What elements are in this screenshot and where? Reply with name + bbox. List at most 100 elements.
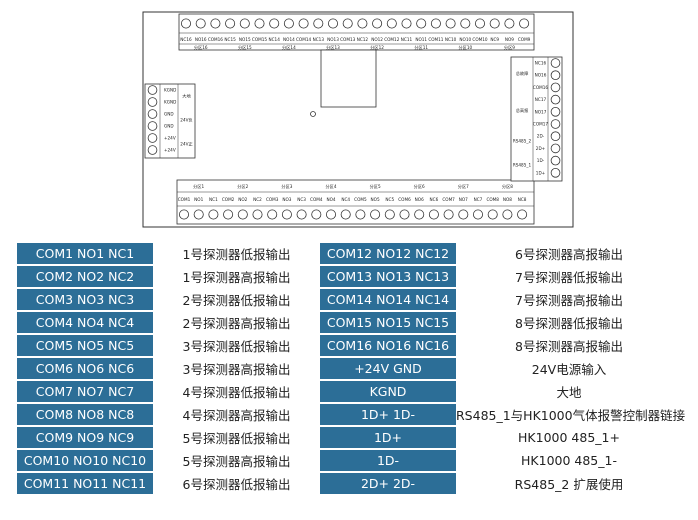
right-screw-terminal xyxy=(550,143,561,154)
terminal-name-cell: 1D+ 1D- xyxy=(320,404,456,425)
right-screw-terminal xyxy=(550,82,561,93)
right-terminal-label: 2D- xyxy=(537,134,545,139)
function-cell: 2号探测器低报输出 xyxy=(153,289,320,310)
top-screw-terminal xyxy=(269,18,280,29)
terminal-name-cell: COM1 NO1 NC1 xyxy=(17,243,153,264)
left-group-label: 24V负 xyxy=(180,117,192,124)
bottom-terminal-label: COM8 xyxy=(486,197,499,202)
left-terminal-label: GND xyxy=(164,112,174,117)
function-cell: 1号探测器高报输出 xyxy=(153,266,320,287)
bottom-terminal-label: NO1 xyxy=(194,197,203,202)
right-terminal-label: 2D+ xyxy=(536,146,546,151)
top-terminal-label: COM15 xyxy=(252,37,267,42)
top-screw-terminal xyxy=(254,18,265,29)
bottom-terminal-label: NO7 xyxy=(459,197,468,202)
function-cell: 5号探测器高报输出 xyxy=(153,450,320,471)
top-screw-terminal xyxy=(372,18,383,29)
top-terminal-label: NO14 xyxy=(283,37,295,42)
bottom-terminal-label: COM3 xyxy=(266,197,279,202)
bottom-screw-terminal xyxy=(252,209,263,220)
left-terminal-label: GND xyxy=(164,124,174,129)
terminal-name-cell: COM15 NO15 NC15 xyxy=(320,312,456,333)
function-cell: 大地 xyxy=(456,381,682,402)
top-screw-terminal xyxy=(283,18,294,29)
function-cell: RS485_1与HK1000气体报警控制器链接 xyxy=(456,404,685,425)
bottom-screw-terminal xyxy=(223,209,234,220)
right-screw-terminal xyxy=(550,107,561,117)
top-screw-terminal xyxy=(195,18,206,29)
left-screw-terminal xyxy=(147,133,158,143)
terminal-name-cell: COM4 NO4 NC4 xyxy=(17,312,153,333)
right-terminal-label: NO16 xyxy=(535,73,547,78)
terminal-name-cell: 2D+ 2D- xyxy=(320,473,456,494)
top-screw-terminal xyxy=(239,18,250,29)
top-screw-terminal xyxy=(489,18,500,29)
top-screw-terminal xyxy=(357,18,368,29)
mounting-hole xyxy=(310,111,316,117)
function-cell: 4号探测器高报输出 xyxy=(153,404,320,425)
terminal-name-cell: KGND xyxy=(320,381,456,402)
top-terminal-label: NC16 xyxy=(180,37,192,42)
terminal-name-cell: COM7 NO7 NC7 xyxy=(17,381,153,402)
bottom-screw-terminal xyxy=(281,209,292,220)
right-terminal-label: COM17 xyxy=(533,122,548,127)
bottom-group-label: 分区5 xyxy=(370,183,381,190)
top-screw-terminal xyxy=(519,18,530,29)
top-terminal-label: COM10 xyxy=(472,37,487,42)
right-group-label: 总故障 xyxy=(516,70,529,77)
top-screw-terminal xyxy=(225,18,236,29)
left-terminal-label: +24V xyxy=(164,148,176,153)
bottom-screw-terminal xyxy=(296,209,307,220)
bottom-terminal-label: COM2 xyxy=(222,197,235,202)
bottom-screw-terminal xyxy=(472,209,483,220)
top-group-label: 分区13 xyxy=(326,44,340,51)
terminal-name-cell: COM14 NO14 NC14 xyxy=(320,289,456,310)
right-screw-terminal xyxy=(550,70,561,80)
function-cell: 7号探测器低报输出 xyxy=(456,266,682,287)
bottom-terminal-label: COM6 xyxy=(398,197,411,202)
top-terminal-label: COM11 xyxy=(428,37,443,42)
terminal-name-cell: COM16 NO16 NC16 xyxy=(320,335,456,356)
bottom-screw-terminal xyxy=(370,209,381,220)
top-terminal-label: NC11 xyxy=(401,37,413,42)
top-screw-terminal xyxy=(504,18,515,29)
top-terminal-label: COM13 xyxy=(340,37,355,42)
bottom-screw-terminal xyxy=(428,209,439,220)
terminal-name-cell: COM10 NO10 NC10 xyxy=(17,450,153,471)
bottom-group-label: 分区6 xyxy=(414,183,425,190)
bottom-group-label: 分区2 xyxy=(237,183,248,190)
top-screw-terminal xyxy=(460,18,471,29)
terminal-name-cell: COM5 NO5 NC5 xyxy=(17,335,153,356)
top-group-label: 分区15 xyxy=(238,44,252,51)
function-cell: HK1000 485_1- xyxy=(456,450,682,471)
top-screw-terminal xyxy=(430,18,441,29)
top-terminal-label: NO12 xyxy=(371,37,383,42)
bottom-screw-terminal xyxy=(517,209,528,220)
terminal-name-cell: COM12 NO12 NC12 xyxy=(320,243,456,264)
left-terminal-label: +24V xyxy=(164,136,176,141)
right-screw-terminal xyxy=(550,131,561,142)
function-cell: 8号探测器低报输出 xyxy=(456,312,682,333)
function-cell: 6号探测器低报输出 xyxy=(153,473,320,494)
function-cell: 3号探测器高报输出 xyxy=(153,358,320,379)
bottom-group-label: 分区1 xyxy=(193,183,204,190)
right-terminal-label: COM16 xyxy=(533,85,548,90)
top-terminal-label: NC13 xyxy=(313,37,325,42)
top-group-label: 分区12 xyxy=(370,44,384,51)
left-terminal-label: KGND xyxy=(164,88,176,93)
function-cell: 2号探测器高报输出 xyxy=(153,312,320,333)
left-group-label: 大地 xyxy=(182,93,191,100)
top-terminal-label: NC12 xyxy=(357,37,369,42)
center-connector xyxy=(320,49,377,108)
right-group-label: RS485_2 xyxy=(513,139,532,144)
terminal-name-cell: COM2 NO2 NC2 xyxy=(17,266,153,287)
bottom-group-label: 分区7 xyxy=(458,183,469,190)
bottom-terminal-label: NC2 xyxy=(253,197,262,202)
